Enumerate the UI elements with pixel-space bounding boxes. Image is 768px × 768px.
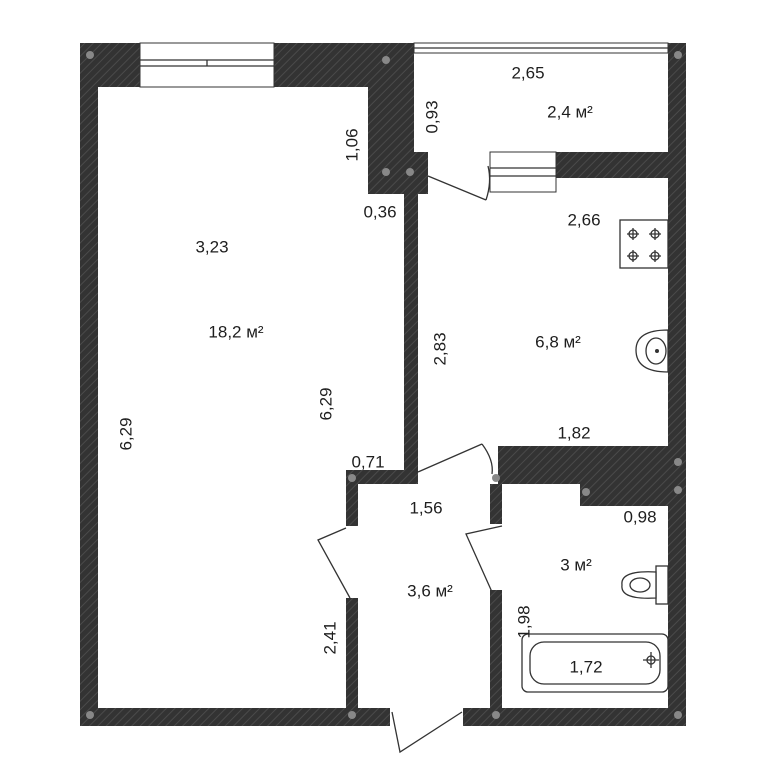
kitchen-length-label: 2,83	[430, 332, 450, 366]
niche-width-label: 0,71	[351, 452, 385, 472]
bathtub-icon	[521, 633, 669, 693]
living-room-width-label: 3,23	[195, 237, 229, 257]
kitchen-area-label: 6,8 м²	[535, 332, 581, 352]
balcony-depth-label: 0,93	[422, 100, 442, 134]
balcony-area-label: 2,4 м²	[547, 102, 593, 122]
exterior-walls	[80, 43, 686, 726]
kitchen-width-bottom-label: 1,82	[557, 423, 591, 443]
corner-markers	[86, 51, 682, 719]
living-room-length-right-label: 6,29	[316, 387, 336, 421]
hall-width-label: 1,56	[409, 498, 443, 518]
interior-walls	[346, 87, 686, 726]
pillar-width-label: 0,36	[363, 202, 397, 222]
bathroom-area-label: 3 м²	[560, 555, 592, 575]
stove-icon	[619, 219, 669, 269]
bathroom-length-label: 1,98	[514, 605, 534, 639]
sink-icon	[635, 329, 669, 373]
kitchen-width-label: 2,66	[567, 210, 601, 230]
doors	[317, 165, 503, 754]
living-room-length-left-label: 6,29	[116, 417, 136, 451]
windows	[139, 42, 669, 193]
pillar-depth-label: 1,06	[342, 128, 362, 162]
hall-area-label: 3,6 м²	[407, 581, 453, 601]
balcony-width-label: 2,65	[511, 63, 545, 83]
niche-length-label: 2,41	[320, 621, 340, 655]
bath-length-label: 1,72	[569, 657, 603, 677]
toilet-icon	[621, 565, 669, 605]
living-room-area-label: 18,2 м²	[208, 322, 264, 342]
bathroom-width-label: 0,98	[623, 507, 657, 527]
